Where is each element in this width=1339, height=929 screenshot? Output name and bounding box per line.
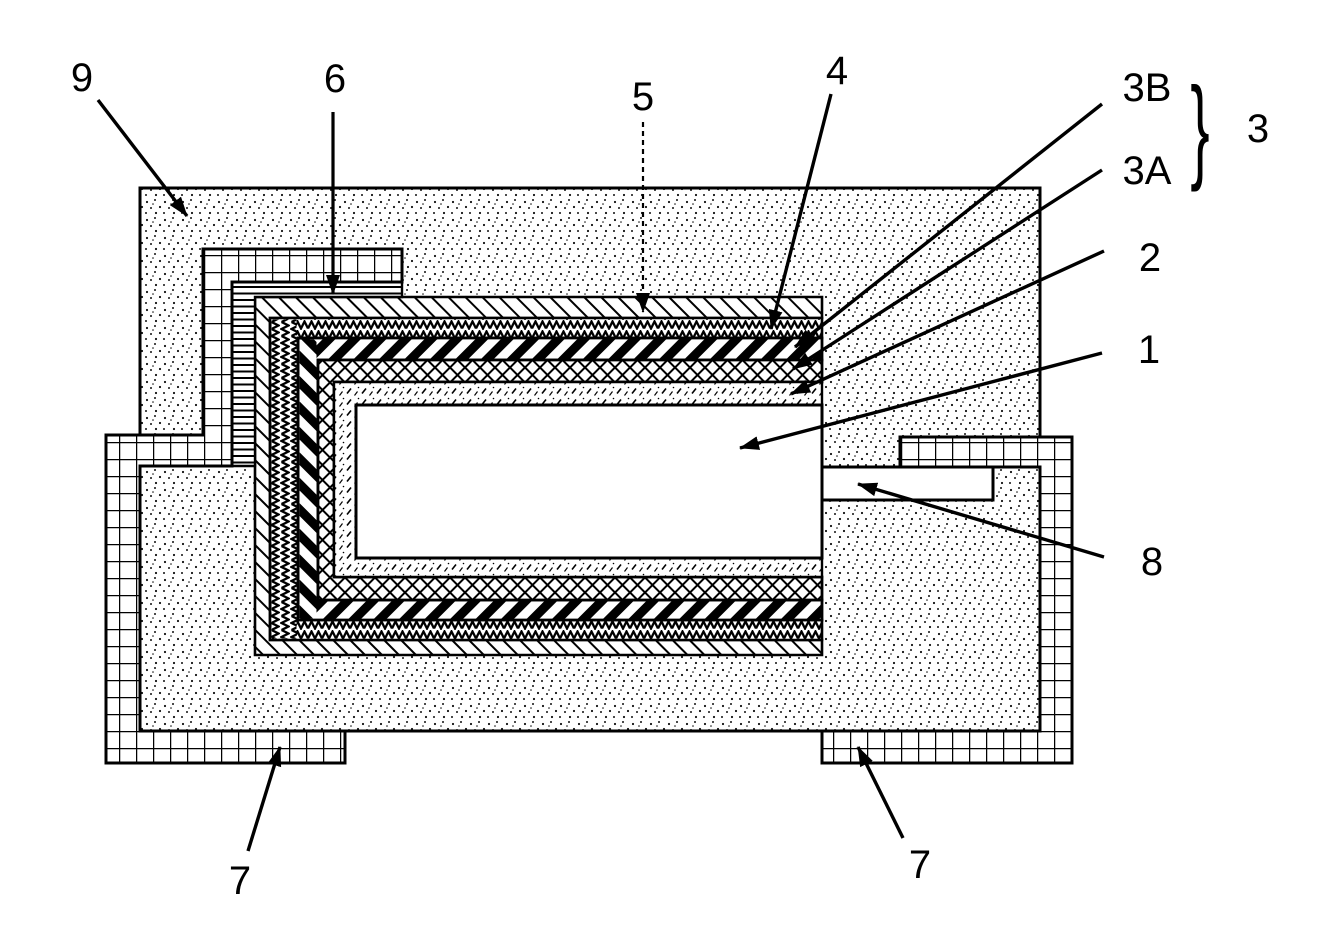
label-3B: 3B xyxy=(1123,66,1172,110)
anode-lead-8 xyxy=(820,465,995,502)
brace-3-icon: } xyxy=(1190,65,1209,193)
leader-9 xyxy=(96,98,189,218)
leader-1 xyxy=(739,351,1103,450)
leader-4 xyxy=(768,93,833,330)
label-5: 5 xyxy=(632,75,654,119)
label-6: 6 xyxy=(324,57,346,101)
label-7-left: 7 xyxy=(229,859,251,903)
left-terminal-7 xyxy=(104,247,404,765)
anode-body-1 xyxy=(354,403,824,560)
label-9: 9 xyxy=(71,56,93,100)
leader-3B xyxy=(793,102,1104,349)
leader-2 xyxy=(790,249,1105,396)
leader-7-right xyxy=(856,746,905,839)
electrolyte-layer-3B-left-limb xyxy=(299,339,317,619)
label-3: 3 xyxy=(1247,107,1269,151)
leader-8 xyxy=(857,482,1105,559)
leader-3A xyxy=(792,168,1103,371)
label-4: 4 xyxy=(826,49,848,93)
carbon-layer-4-left-limb xyxy=(271,319,297,639)
leader-7-left xyxy=(246,746,282,852)
label-7-right: 7 xyxy=(909,843,931,887)
label-3A: 3A xyxy=(1123,149,1172,193)
label-1: 1 xyxy=(1138,328,1160,372)
label-2: 2 xyxy=(1139,236,1161,280)
label-8: 8 xyxy=(1141,540,1163,584)
